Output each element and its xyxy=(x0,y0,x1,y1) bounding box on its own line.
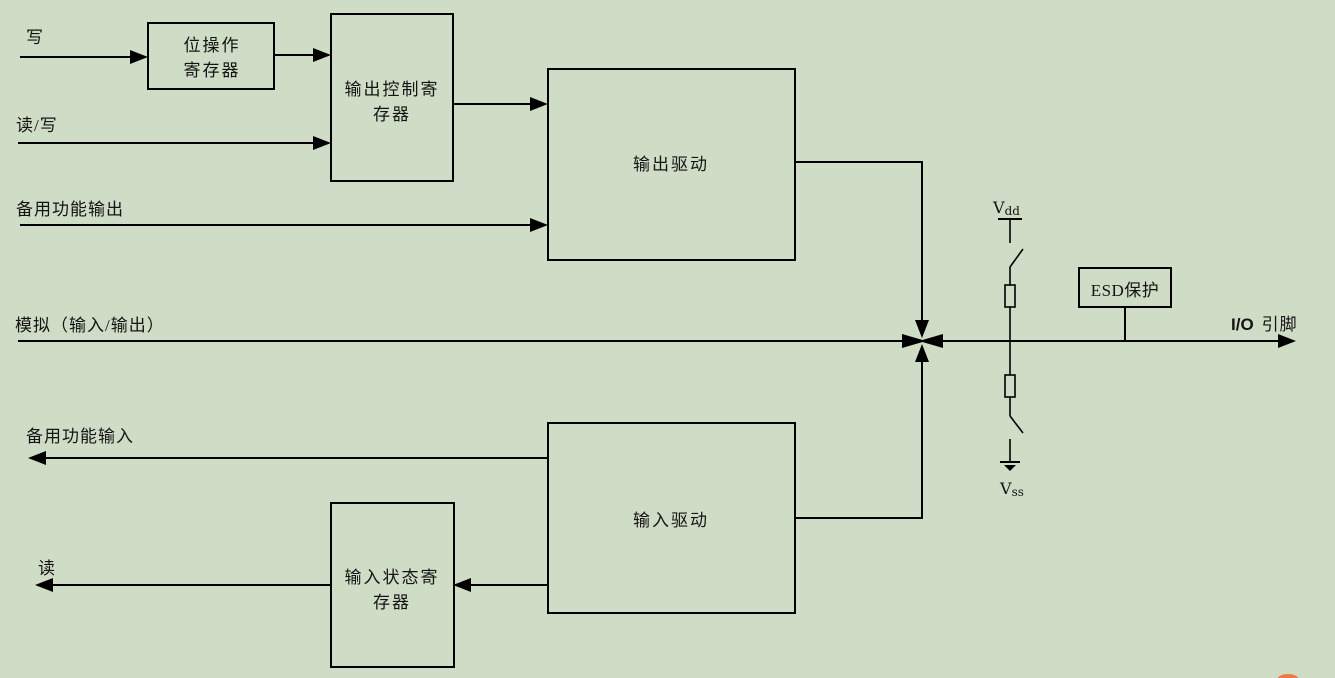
ground-icon xyxy=(1004,465,1016,471)
protection-column xyxy=(998,218,1024,471)
vdd-switch-icon xyxy=(1009,248,1024,268)
junction-right-arrowhead-icon xyxy=(902,334,926,348)
ctrl-to-outdrv-arrowhead-icon xyxy=(530,97,548,111)
write-arrowhead-icon xyxy=(130,50,148,64)
alt-function-input-label: 备用功能输入 xyxy=(26,427,134,446)
io-pin-arrowhead-icon xyxy=(1278,334,1296,348)
junction-left-arrowhead-icon xyxy=(919,334,943,348)
vss-switch-icon xyxy=(1009,415,1024,434)
vdd-label: Vdd xyxy=(992,198,1020,218)
blocks: 位操作 寄存器 输出控制寄 存器 输出驱动 输入驱动 输入状态寄 存器 ESD保… xyxy=(147,13,1172,668)
bit-op-register-label-line2: 寄存器 xyxy=(184,61,241,80)
vss-label: Vss xyxy=(999,479,1024,499)
bit-op-register-label-line1: 位操作 xyxy=(184,36,241,55)
output-driver-box xyxy=(547,68,796,261)
indrv-to-junction-wire xyxy=(795,360,923,519)
indrv-to-status-arrowhead-icon xyxy=(453,578,471,592)
analog-io-label: 模拟（输入/输出） xyxy=(15,316,165,335)
read-write-arrowhead-icon xyxy=(313,136,331,150)
output-control-register-box xyxy=(330,13,454,182)
esd-protection-box xyxy=(1078,267,1172,308)
write-label: 写 xyxy=(26,28,44,47)
outdrv-to-junction-wire xyxy=(795,161,923,322)
orange-cursor-dot xyxy=(1277,674,1299,678)
read-label: 读 xyxy=(38,559,56,578)
read-write-label: 读/写 xyxy=(16,116,58,135)
alt-out-arrowhead-icon xyxy=(530,218,548,232)
esd-protection-label: ESD保护 xyxy=(1091,281,1160,300)
bitop-to-ctrl-arrowhead-icon xyxy=(313,48,331,62)
input-driver-label: 输入驱动 xyxy=(633,511,709,530)
alt-in-arrowhead-icon xyxy=(28,451,46,465)
input-status-register-box xyxy=(330,502,455,668)
junction-down-arrowhead-icon xyxy=(915,320,929,338)
output-control-register-label-line2: 存器 xyxy=(373,105,411,124)
input-status-register-label-line1: 输入状态寄 xyxy=(345,568,440,587)
junction-up-arrowhead-icon xyxy=(915,344,929,362)
bit-op-register-box xyxy=(147,22,275,90)
input-driver-box xyxy=(547,422,796,614)
alt-function-output-label: 备用功能输出 xyxy=(16,200,124,219)
wires xyxy=(18,48,1296,592)
output-control-register-label-line1: 输出控制寄 xyxy=(345,80,440,99)
output-driver-label: 输出驱动 xyxy=(633,155,709,174)
read-arrowhead-icon xyxy=(35,578,53,592)
input-status-register-label-line2: 存器 xyxy=(373,593,411,612)
